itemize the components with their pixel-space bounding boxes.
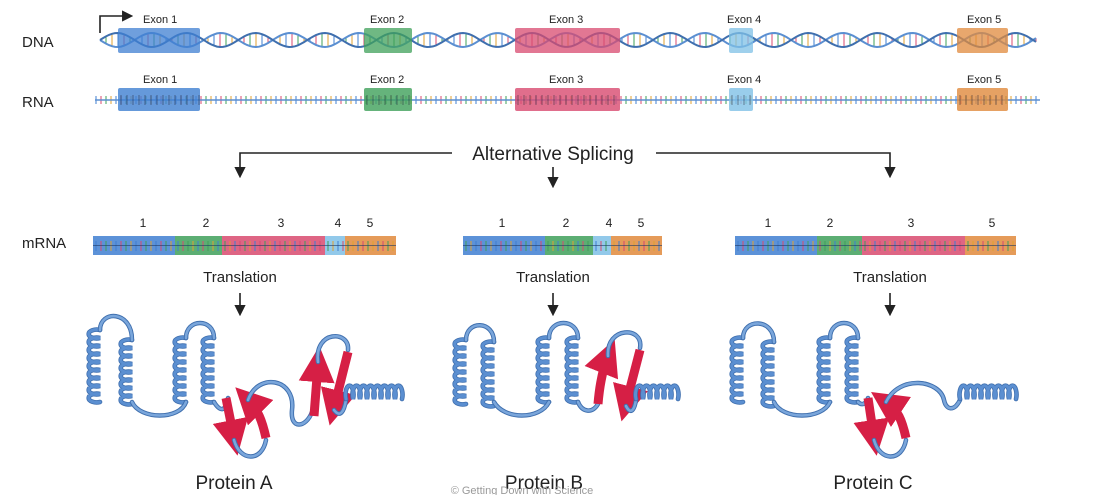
mrna-variant-b	[463, 236, 662, 255]
rna-exon-3-block	[515, 88, 620, 111]
rna-exon-1-block	[118, 88, 200, 111]
mrna-a-exon-2-number: 2	[203, 216, 210, 230]
rna-exon-1-label: Exon 1	[143, 74, 177, 86]
protein-c-structure	[729, 320, 1019, 459]
mrna-c-exon-5-number: 5	[989, 216, 996, 230]
dna-exon-4-label: Exon 4	[727, 14, 761, 26]
watermark-text: © Getting Down with Science	[451, 485, 594, 495]
protein-b-label: Protein B	[505, 473, 583, 494]
translation-label-b: Translation	[516, 269, 590, 286]
dna-exon-3-label: Exon 3	[549, 14, 583, 26]
protein-c-label: Protein C	[833, 473, 912, 494]
mrna-c-exon-1-number: 1	[765, 216, 772, 230]
dna-exon-5-block	[957, 28, 1008, 53]
protein-a-structure	[86, 313, 405, 459]
mrna-c-exon-3-number: 3	[908, 216, 915, 230]
splicing-arrows	[234, 152, 896, 189]
dna-exon-1-block	[118, 28, 200, 53]
mrna-a-exon-4-number: 4	[335, 216, 342, 230]
mrna-b-exon-5-number: 5	[638, 216, 645, 230]
rna-label: RNA	[22, 94, 54, 111]
alternative-splicing-label: Alternative Splicing	[472, 144, 634, 165]
dna-exon-4-block	[729, 28, 753, 53]
mrna-variant-a	[93, 236, 396, 255]
dna-label: DNA	[22, 34, 54, 51]
mrna-a-exon-1-number: 1	[140, 216, 147, 230]
rna-exon-2-block	[364, 88, 412, 111]
mrna-b-exon-4-number: 4	[606, 216, 613, 230]
mrna-variant-c	[735, 236, 1016, 255]
dna-exon-5-label: Exon 5	[967, 14, 1001, 26]
protein-a-label: Protein A	[195, 473, 272, 494]
protein-b-structure	[452, 320, 681, 422]
translation-label-c: Translation	[853, 269, 927, 286]
mrna-c-exon-2-number: 2	[827, 216, 834, 230]
rna-strand	[95, 88, 1040, 111]
rna-exon-5-label: Exon 5	[967, 74, 1001, 86]
rna-exon-4-block	[729, 88, 753, 111]
mrna-label: mRNA	[22, 235, 66, 252]
mrna-a-exon-3-number: 3	[278, 216, 285, 230]
mrna-b-exon-1-number: 1	[499, 216, 506, 230]
rna-exon-4-label: Exon 4	[727, 74, 761, 86]
dna-exon-2-block	[364, 28, 412, 53]
rna-exon-5-block	[957, 88, 1008, 111]
mrna-b-exon-2-number: 2	[563, 216, 570, 230]
rna-exon-3-label: Exon 3	[549, 74, 583, 86]
transcription-start-arrow	[99, 10, 134, 33]
rna-exon-2-label: Exon 2	[370, 74, 404, 86]
translation-label-a: Translation	[203, 269, 277, 286]
dna-exon-3-block	[515, 28, 620, 53]
dna-strand	[99, 28, 1037, 53]
dna-exon-1-label: Exon 1	[143, 14, 177, 26]
dna-exon-2-label: Exon 2	[370, 14, 404, 26]
mrna-a-exon-5-number: 5	[367, 216, 374, 230]
